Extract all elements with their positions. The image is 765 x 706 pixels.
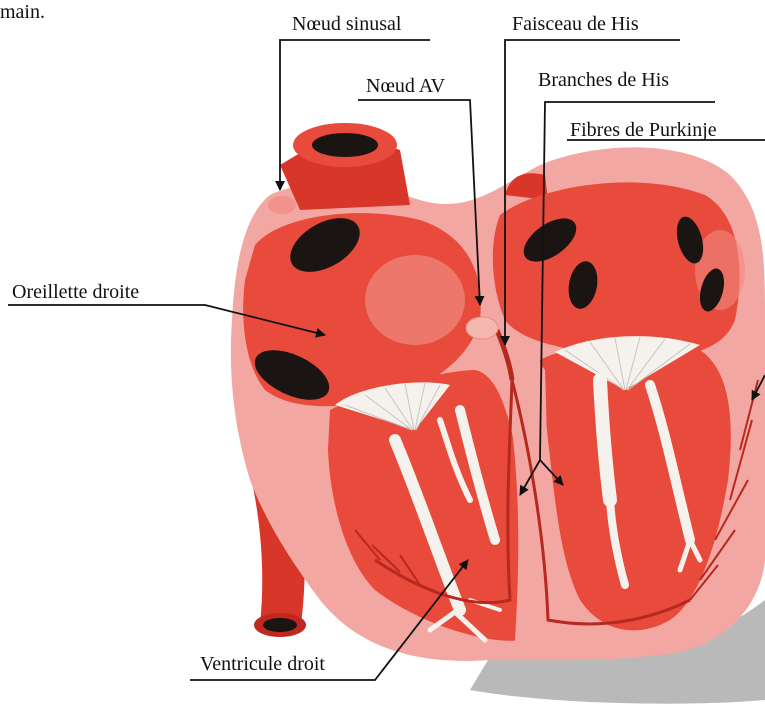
atrium-highlight xyxy=(365,255,465,345)
vena-cava-lumen xyxy=(263,618,297,632)
label-sa-node: Nœud sinusal xyxy=(292,12,401,36)
sa-node-shape xyxy=(268,196,296,214)
label-right-ventricle: Ventricule droit xyxy=(200,652,325,676)
header-fragment-text: main. xyxy=(0,0,45,24)
vena-cava-top-lumen xyxy=(312,133,378,157)
label-right-atrium: Oreillette droite xyxy=(12,280,139,304)
label-his-branches: Branches de His xyxy=(538,68,669,92)
label-av-node: Nœud AV xyxy=(366,74,445,98)
av-node-shape xyxy=(466,317,498,339)
label-bundle-of-his: Faisceau de His xyxy=(512,12,639,36)
label-purkinje-fibers: Fibres de Purkinje xyxy=(570,118,717,142)
